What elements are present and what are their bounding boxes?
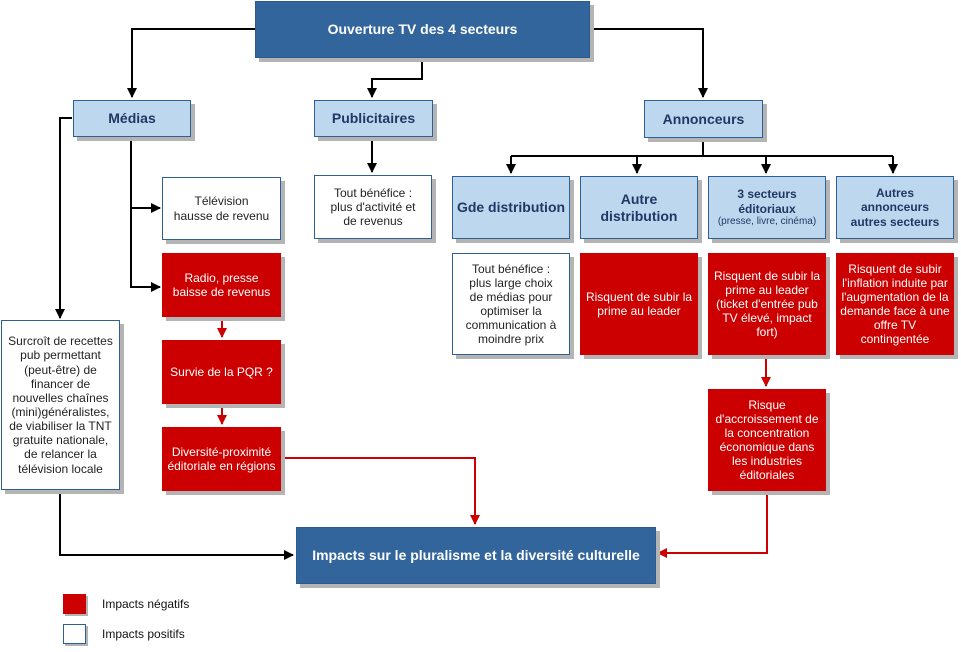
connector-root-medias [127,28,256,98]
sector-medias: Médias [73,100,191,137]
legend-swatch-positive [63,624,86,644]
line: contingentée [860,332,930,347]
line: hausse de revenu [173,208,270,223]
line: Surcroît de recettes [8,334,113,349]
line: éditoriale en régions [167,459,276,473]
line: Survie de la PQR ? [170,364,273,379]
node-television: Télévision hausse de revenu [162,177,281,240]
connector-concentration-outcome [657,491,768,558]
line: l'augmentation de la [841,289,949,304]
connector-surcroit-outcome [59,490,294,560]
sector-publicitaires-label: Publicitaires [331,110,416,127]
line: 3 secteurs [737,187,797,202]
line: l'inflation induite par [842,275,948,290]
node-radio-presse: Radio, presse baisse de revenus [162,253,281,317]
outcome-label: Impacts sur le pluralisme et la diversit… [312,547,640,564]
line: demande face à une [840,304,950,318]
line: les industries [731,454,803,469]
line: Risquent de subir la [585,289,693,304]
line: autres secteurs [850,214,940,229]
line: TV élevé, impact [722,311,812,326]
impact-autres-annonceurs: Risquent de subir l'inflation induite pa… [836,253,954,355]
connector-diversite-outcome [283,457,480,525]
line: (ticket d'entrée pub [716,296,818,311]
line: distribution [600,207,678,224]
line: moindre prix [477,332,545,347]
line: de médias pour [469,289,553,304]
legend-label-positive: Impacts positifs [102,627,185,641]
line: annonceurs [860,200,929,215]
line: offre TV [873,318,917,333]
legend-label-negative: Impacts négatifs [102,597,190,611]
line: financer de [30,376,91,391]
node-concentration-economique: Risque d'accroissement de la concentrati… [708,389,826,491]
line: économique dans [719,440,815,454]
line: (mini)généralistes, [11,405,110,419]
line: la concentration [724,425,810,440]
line: de revenus [343,214,403,229]
line: gratuite nationale, [12,433,109,448]
outcome-node: Impacts sur le pluralisme et la diversit… [296,527,656,584]
category-autre-distribution: Autre distribution [580,176,698,239]
line: plus large choix [469,275,553,290]
line: Tout bénéfice : [333,185,413,200]
category-autres-annonceurs: Autres annonceurs autres secteurs [836,176,954,239]
line: fort) [756,325,778,340]
sector-annonceurs-label: Annonceurs [662,110,745,127]
line: optimiser la [480,304,542,318]
line: nouvelles chaînes [12,390,109,405]
node-diversite-proximite: Diversité-proximité éditoriale en région… [162,427,281,491]
line: éditoriaux [738,201,796,216]
connector-medias-television [130,137,161,213]
line: d'accroissement de [715,411,819,426]
connector-medias-radio [130,208,161,292]
node-surcroit-recettes: Surcroît de recettes pub permettant (peu… [1,320,120,490]
line: Diversité-proximité [171,444,272,459]
category-gde-distribution: Gde distribution [452,176,570,239]
line: baisse de revenus [172,285,271,299]
connector-root-publicitaires [367,59,423,98]
node-publicitaires-benefice: Tout bénéfice : plus d'activité et de re… [314,175,432,239]
node-survie-pqr: Survie de la PQR ? [162,340,281,404]
line: plus d'activité et [330,199,416,214]
category-3-secteurs-editoriaux: 3 secteurs éditoriaux (presse, livre, ci… [708,176,826,239]
line: télévision locale [18,461,103,476]
impact-3-secteurs: Risquent de subir la prime au leader (ti… [708,253,826,355]
line: Tout bénéfice : [471,261,551,276]
subtitle: (presse, livre, cinéma) [717,215,817,227]
sector-annonceurs: Annonceurs [644,100,763,138]
sector-medias-label: Médias [108,110,156,127]
line: Radio, presse [184,270,259,285]
line: Risque [748,397,786,412]
line: Télévision [194,194,249,209]
line: communication à [465,318,557,333]
line: Autres [875,186,914,201]
sector-publicitaires: Publicitaires [314,100,433,137]
line: Gde distribution [456,199,566,216]
connector-medias-surcroit [55,117,72,319]
line: éditoriales [739,468,795,483]
line: prime au leader [725,282,809,297]
line: (peut-être) de [24,362,97,377]
impact-autre-distribution: Risquent de subir la prime au leader [580,253,698,355]
line: de viabiliser la TNT [9,419,112,434]
connector-root-annonceurs [590,28,708,98]
line: prime au leader [597,304,681,318]
impact-gde-distribution: Tout bénéfice : plus large choix de médi… [452,253,570,355]
line: Autre [620,190,658,207]
legend-swatch-negative [63,594,86,614]
root-node: Ouverture TV des 4 secteurs [255,1,590,58]
root-label: Ouverture TV des 4 secteurs [327,21,518,38]
line: de relancer la [24,447,97,462]
line: Risquent de subir [848,261,942,276]
line: Risquent de subir la [713,268,821,283]
line: pub permettant [20,348,101,363]
